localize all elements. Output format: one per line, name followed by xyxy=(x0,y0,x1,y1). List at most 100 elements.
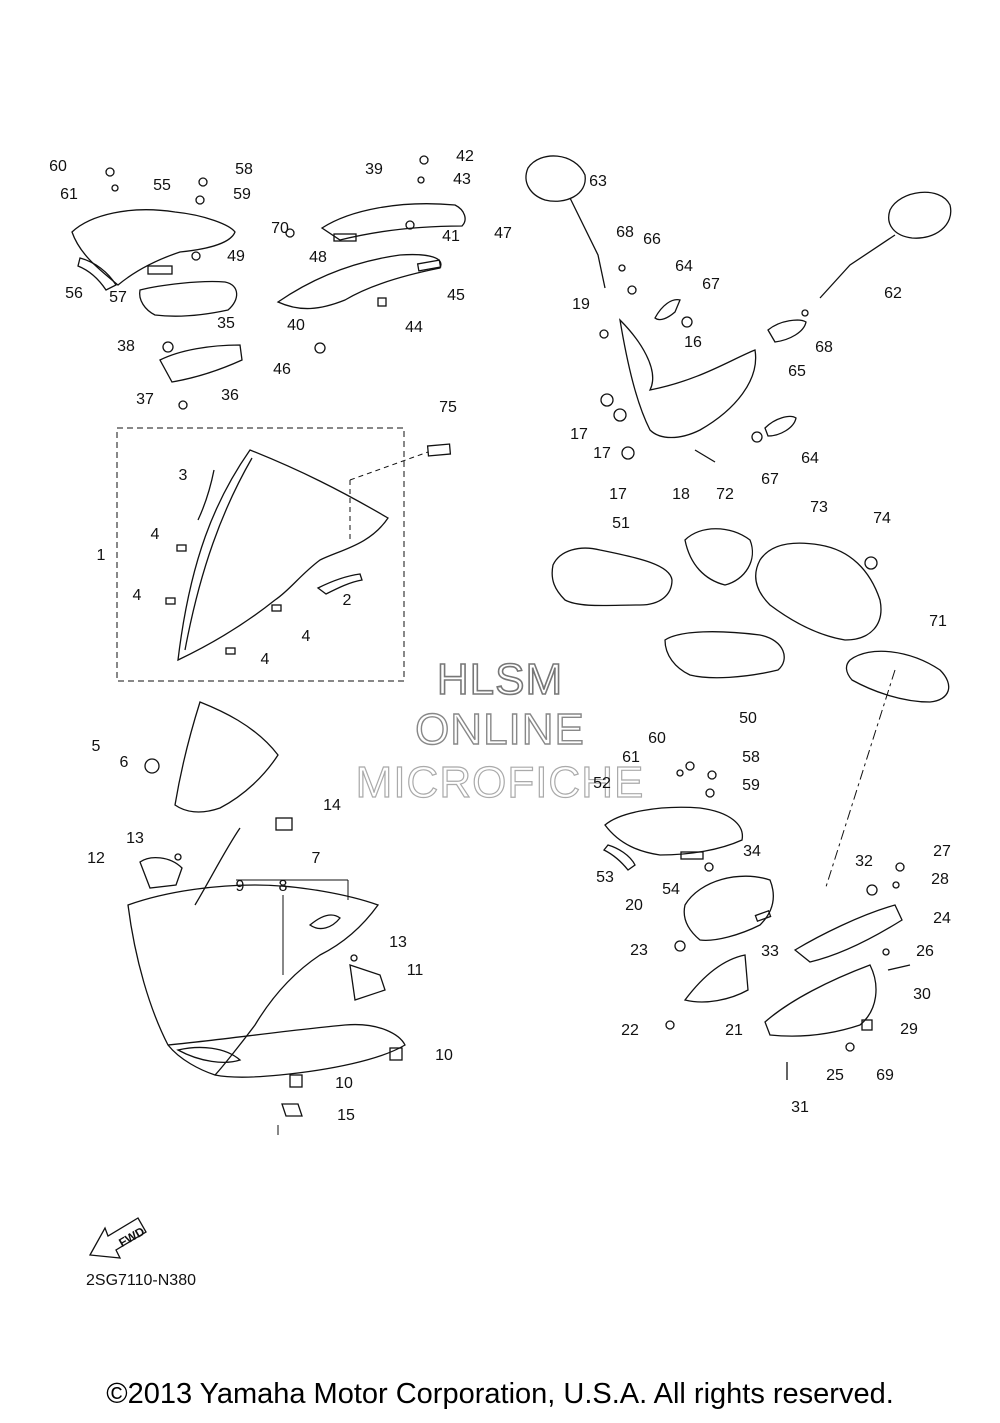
callout-51: 51 xyxy=(612,515,630,532)
part-50-duct xyxy=(664,631,785,679)
part-60-screw xyxy=(105,167,115,177)
windscreen-shape xyxy=(177,449,389,662)
callout-7: 7 xyxy=(311,850,321,867)
part-51-duct xyxy=(551,547,673,607)
callout-39: 39 xyxy=(365,161,383,178)
callout-37: 37 xyxy=(136,391,154,408)
watermark-line-3: MICROFICHE xyxy=(355,757,645,807)
callout-73: 73 xyxy=(810,499,828,516)
part-38-nut xyxy=(162,341,174,353)
windscreen-label-75 xyxy=(426,443,452,457)
part-53-rubber xyxy=(602,844,636,871)
part-62-mirror-right xyxy=(888,191,952,239)
callout-57: 57 xyxy=(109,289,127,306)
callout-29: 29 xyxy=(900,1021,918,1038)
callout-65: 65 xyxy=(788,363,806,380)
callout-9: 9 xyxy=(235,878,245,895)
part-70-bolt xyxy=(285,228,295,238)
callout-10: 10 xyxy=(435,1047,453,1064)
part-74-grommet xyxy=(864,556,878,570)
diagram-code: 2SG7110-N380 xyxy=(86,1272,196,1289)
part-7-cowling xyxy=(127,884,380,1076)
part-10-clip-a xyxy=(389,1047,403,1061)
callout-49: 49 xyxy=(227,248,245,265)
callout-12: 12 xyxy=(87,850,105,867)
callout-66: 66 xyxy=(643,231,661,248)
part-24-panel xyxy=(793,904,903,963)
callout-54: 54 xyxy=(662,881,680,898)
part-10-clip-b xyxy=(289,1074,303,1088)
callout-3: 3 xyxy=(178,467,188,484)
callout-53: 53 xyxy=(596,869,614,886)
callout-58-2: 58 xyxy=(742,749,760,766)
callout-25: 25 xyxy=(826,1067,844,1084)
part-27-screw xyxy=(895,862,905,872)
part-43-washer xyxy=(417,176,425,184)
windscreen-tab-2 xyxy=(316,573,363,595)
part-6-grommet xyxy=(144,758,160,774)
callout-22: 22 xyxy=(621,1022,639,1039)
part-4-pad-b xyxy=(165,597,176,605)
part-72-duct xyxy=(684,528,754,586)
callout-55: 55 xyxy=(153,177,171,194)
callout-27: 27 xyxy=(933,843,951,860)
part-67-grommet-a xyxy=(681,316,693,328)
part-61-washer xyxy=(111,184,119,192)
callout-24: 24 xyxy=(933,910,951,927)
callout-20: 20 xyxy=(625,897,643,914)
callout-61-2: 61 xyxy=(622,749,640,766)
part-19-bolt xyxy=(599,329,609,339)
fwd-arrow-icon xyxy=(88,1217,147,1259)
part-73-duct xyxy=(755,542,882,641)
part-17-grommet-b xyxy=(613,408,627,422)
watermark-line-2: ONLINE xyxy=(414,704,585,754)
part-59-washer xyxy=(195,195,205,205)
part-68-nut-a xyxy=(618,264,626,272)
callout-10-2: 10 xyxy=(335,1075,353,1092)
part-36-bracket xyxy=(159,344,243,383)
part-12-bracket xyxy=(139,857,183,889)
part-13-nut-a xyxy=(174,853,182,861)
part-33-pad xyxy=(754,909,772,923)
callout-58: 58 xyxy=(235,161,253,178)
callout-4: 4 xyxy=(150,526,160,543)
callout-6: 6 xyxy=(119,754,129,771)
part-48-pad xyxy=(333,233,357,242)
callout-64-2: 64 xyxy=(801,450,819,467)
callout-23: 23 xyxy=(630,942,648,959)
callout-68: 68 xyxy=(616,224,634,241)
callout-38: 38 xyxy=(117,338,135,355)
callout-4-2: 4 xyxy=(132,587,142,604)
callout-50: 50 xyxy=(739,710,757,727)
part-7-headlight-recess xyxy=(176,1046,242,1063)
callout-30: 30 xyxy=(913,986,931,1003)
part-14-clip xyxy=(275,817,293,831)
part-52-cover xyxy=(604,806,743,856)
part-23-nut xyxy=(674,940,686,952)
part-25-panel xyxy=(764,964,877,1037)
callout-48: 48 xyxy=(309,249,327,266)
part-61-washer-lower xyxy=(676,769,684,777)
part-56-rubber xyxy=(77,257,117,291)
part-11-bracket xyxy=(349,964,386,1001)
callout-52: 52 xyxy=(593,775,611,792)
callout-70: 70 xyxy=(271,220,289,237)
callout-17-2: 17 xyxy=(593,445,611,462)
callout-2: 2 xyxy=(342,592,352,609)
part-60-screw-lower xyxy=(685,761,695,771)
callout-21: 21 xyxy=(725,1022,743,1039)
part-68-nut-b xyxy=(801,309,809,317)
part-7-lower-edge xyxy=(167,1023,406,1078)
callout-4-3: 4 xyxy=(301,628,311,645)
callout-26: 26 xyxy=(916,943,934,960)
callout-44: 44 xyxy=(405,319,423,336)
callout-46: 46 xyxy=(273,361,291,378)
part-39-cover xyxy=(320,203,466,241)
callout-63: 63 xyxy=(589,173,607,190)
part-5-inner-panel xyxy=(174,701,279,813)
part-22-bolt xyxy=(665,1020,675,1030)
part-42-screw xyxy=(419,155,429,165)
part-29-clip xyxy=(861,1019,873,1031)
